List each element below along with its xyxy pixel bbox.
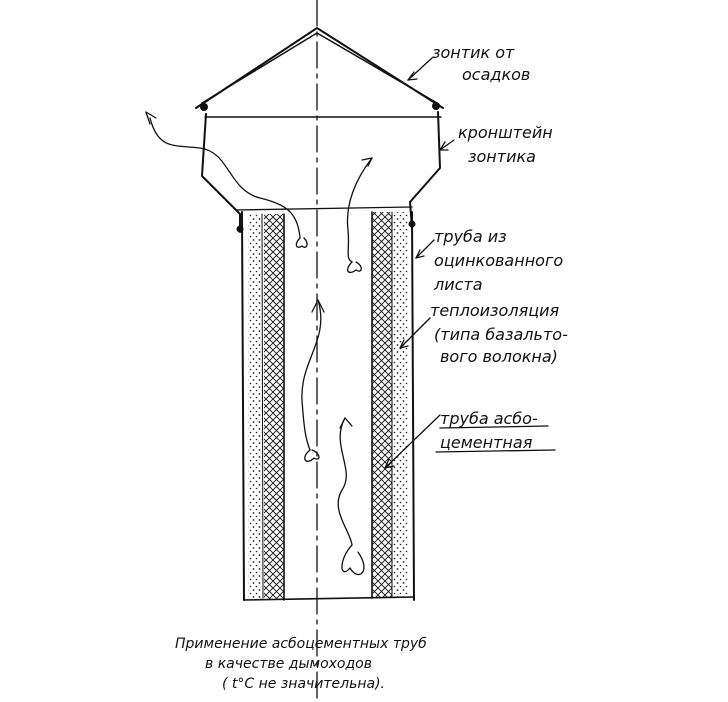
- smoke-flow: [145, 111, 373, 576]
- bracket-label: кронштейн зонтика: [458, 123, 558, 166]
- diagram-caption: Применение асбоцементных труб в качестве…: [175, 636, 431, 692]
- outer-pipe-label: труба из оцинкованного листа: [433, 227, 568, 294]
- asbestos-cement-pipe: [264, 211, 392, 601]
- leader-lines: [384, 57, 556, 469]
- insulation-label: теплоизоляция (типа базальто- вого волок…: [430, 301, 573, 366]
- umbrella-label: зонтик от осадков: [432, 43, 530, 84]
- insulation-layer: [248, 211, 408, 599]
- rain-umbrella: [195, 27, 444, 118]
- asbestos-pipe-label: труба асбо- цементная: [440, 409, 543, 452]
